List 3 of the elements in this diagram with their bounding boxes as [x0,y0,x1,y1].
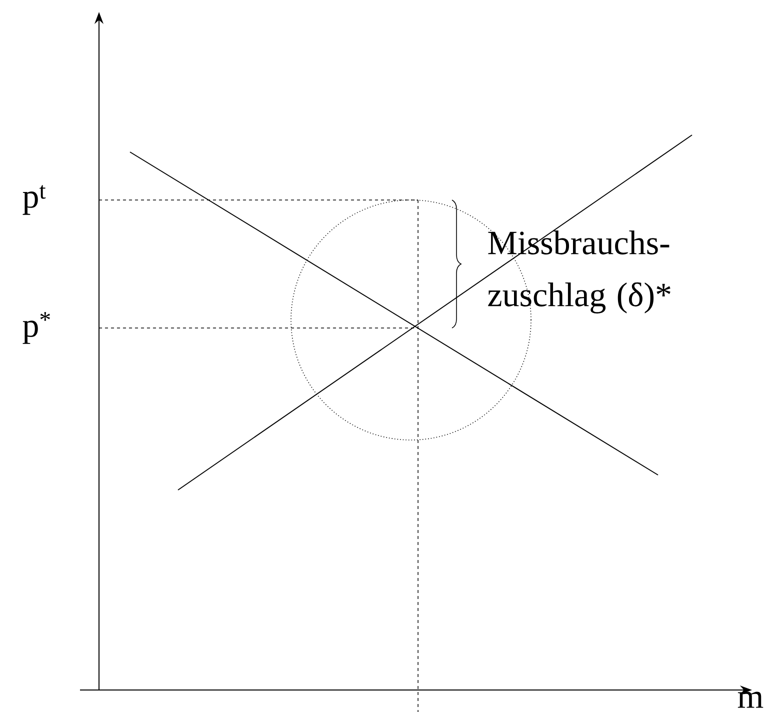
axis-label: p$^{*}$ [22,312,50,344]
axis-label: m [738,692,764,708]
axis-label: p$^{t}$ [22,185,46,215]
